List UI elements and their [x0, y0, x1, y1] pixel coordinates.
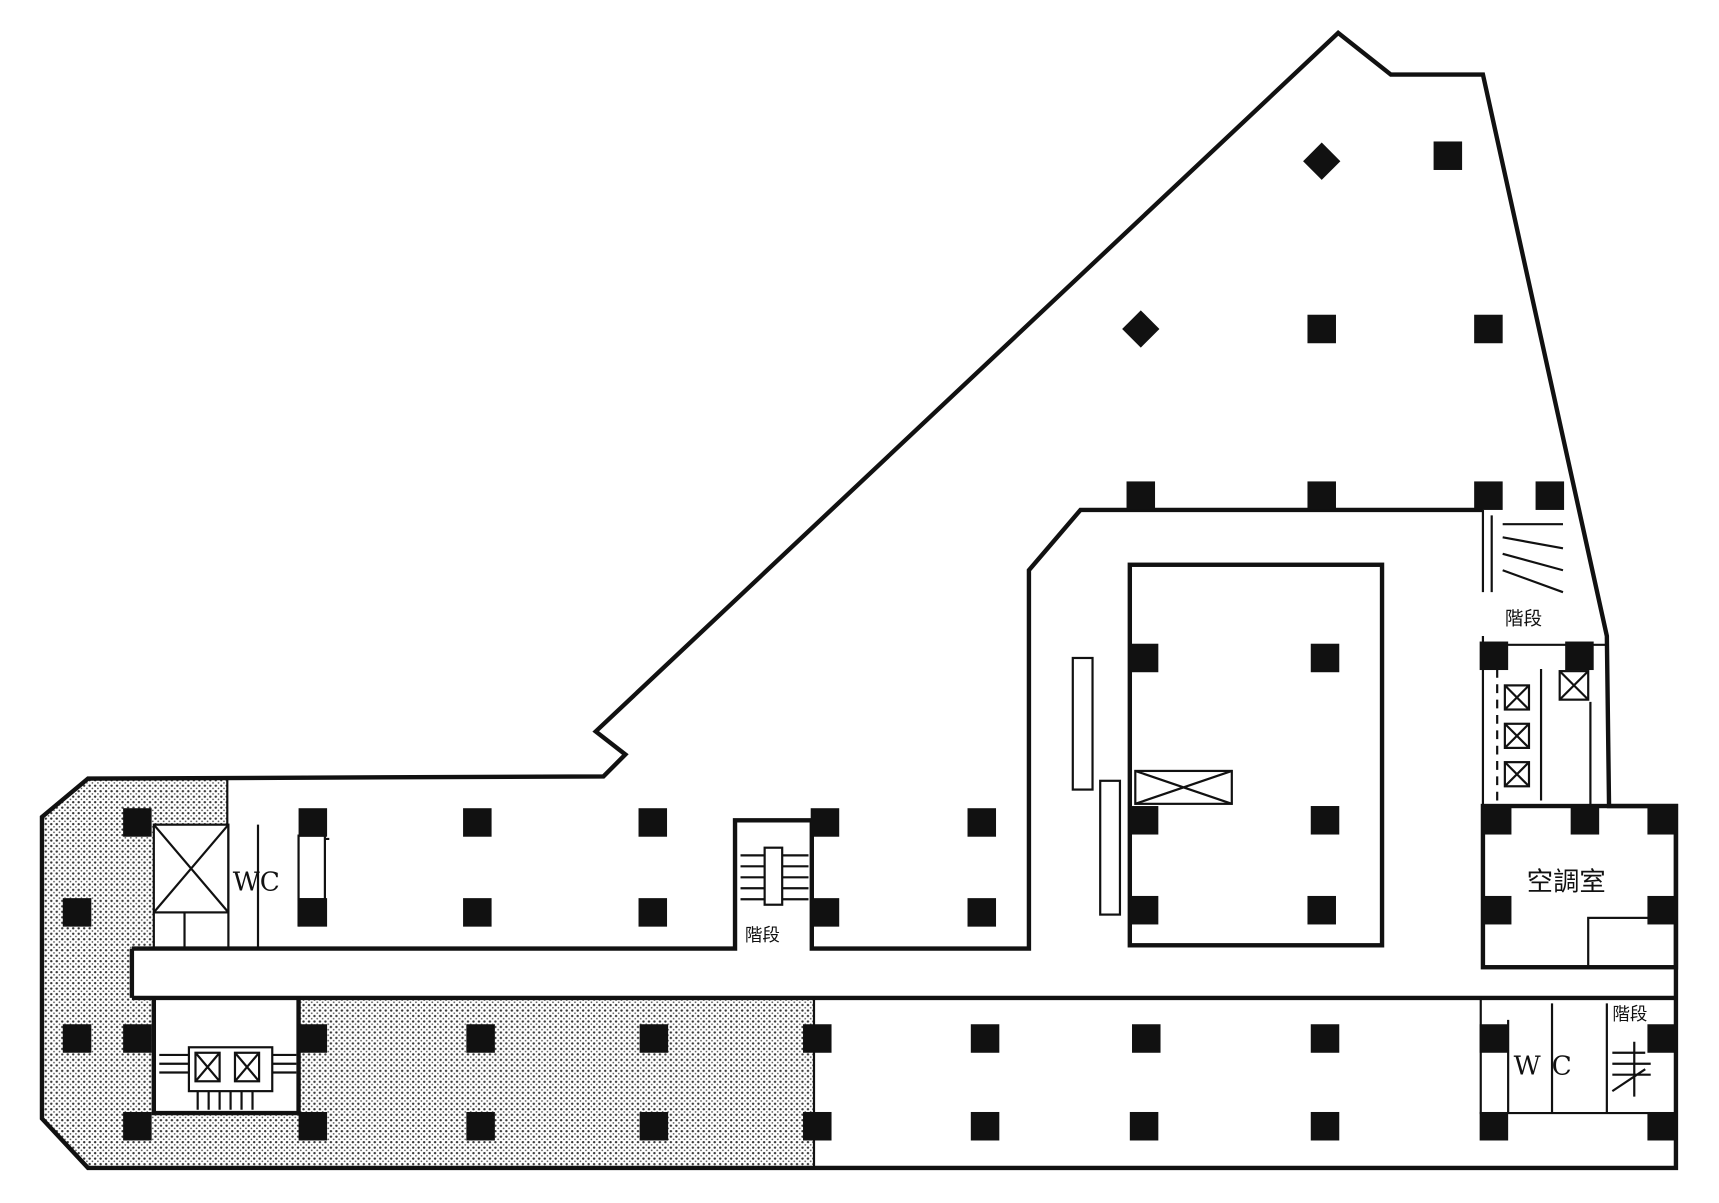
column — [1126, 481, 1156, 510]
column — [123, 808, 152, 837]
column — [298, 898, 328, 927]
elevator-shaft-left — [152, 823, 330, 949]
column — [970, 1024, 1000, 1053]
column — [1474, 481, 1503, 510]
column — [1129, 895, 1159, 925]
column — [810, 898, 840, 927]
column — [1129, 643, 1159, 673]
column-diamond — [1303, 142, 1341, 180]
column — [1307, 481, 1336, 510]
columns — [62, 141, 1676, 1141]
column — [1647, 895, 1676, 925]
column — [298, 1111, 328, 1141]
column — [803, 1111, 832, 1141]
column — [1479, 641, 1509, 671]
column — [298, 1024, 328, 1053]
column — [123, 1024, 152, 1053]
column — [62, 898, 92, 927]
ramp-stairs — [1071, 656, 1122, 916]
outer-wall — [39, 30, 1679, 1171]
column — [1132, 1024, 1161, 1053]
column — [123, 1111, 152, 1141]
column — [1129, 1111, 1159, 1141]
column — [1310, 1024, 1340, 1053]
column — [463, 898, 492, 927]
elevator-lobby — [151, 997, 301, 1116]
column — [1474, 314, 1503, 344]
shaded-area-left — [41, 778, 814, 1168]
column — [638, 898, 668, 927]
inner-room — [1127, 562, 1385, 948]
column — [1129, 806, 1159, 835]
column — [1307, 895, 1336, 925]
column — [1647, 1024, 1676, 1053]
column — [803, 1024, 832, 1053]
label-stairs-lower-right: 階段 — [1612, 1005, 1647, 1025]
label-wc-left: WC — [233, 867, 280, 897]
column — [1565, 641, 1594, 671]
shaft-inner — [1134, 769, 1233, 805]
corridor-wall-north — [131, 507, 1483, 951]
column — [1310, 806, 1340, 835]
column — [466, 1111, 495, 1141]
column — [639, 1111, 669, 1141]
column — [1307, 314, 1336, 344]
column — [810, 808, 840, 837]
label-wc-right: WC — [1514, 1052, 1583, 1082]
column — [1433, 141, 1463, 170]
column — [970, 1111, 1000, 1141]
column — [298, 808, 328, 837]
column — [1482, 895, 1512, 925]
column — [1535, 481, 1565, 510]
column — [1310, 1111, 1340, 1141]
column — [638, 808, 668, 837]
label-ac-room: 空調室 — [1527, 867, 1606, 897]
column — [1310, 643, 1340, 673]
column-diamond — [1122, 310, 1160, 348]
column — [62, 1024, 92, 1053]
column — [1479, 1024, 1509, 1053]
column — [1570, 806, 1600, 835]
elevators-lower-left — [159, 1046, 297, 1110]
column — [1482, 806, 1512, 835]
column — [967, 898, 997, 927]
label-stairs-center: 階段 — [745, 926, 780, 946]
column — [463, 808, 492, 837]
stairs-center-graphic — [740, 846, 809, 906]
column — [639, 1024, 669, 1053]
column — [967, 808, 997, 837]
column — [466, 1024, 495, 1053]
column — [1647, 806, 1676, 835]
column — [1479, 1111, 1509, 1141]
label-stairs-upper-right: 階段 — [1505, 609, 1542, 630]
column — [1647, 1111, 1676, 1141]
